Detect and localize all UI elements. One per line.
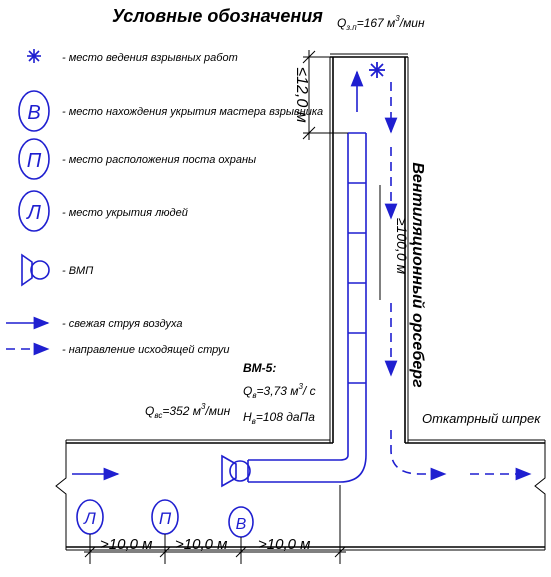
drift-distance-label: ≥100,0 м bbox=[394, 218, 410, 275]
legend-text-fresh: - свежая струя воздуха bbox=[62, 318, 183, 330]
svg-text:Qз.п=167 м3/мин: Qз.п=167 м3/мин bbox=[337, 14, 425, 32]
legend-letter-v: В bbox=[27, 102, 40, 124]
face-distance-dimension bbox=[302, 50, 348, 140]
main-airflow-label: Qвс=352 м3/мин bbox=[145, 402, 231, 420]
svg-text:Qв=3,73 м3/ с: Qв=3,73 м3/ с bbox=[243, 382, 316, 400]
legend-text-blast: - место ведения взрывных работ bbox=[62, 52, 238, 64]
fan-icon bbox=[221, 454, 251, 488]
ventilation-duct bbox=[247, 132, 367, 483]
post-letter-v: В bbox=[236, 516, 247, 533]
bottom-dimensions bbox=[84, 485, 346, 564]
drift-name-label: Вентиляционный орсеберг bbox=[409, 162, 426, 388]
fan-pressure-label: Hв=108 даПа bbox=[243, 410, 315, 426]
legend-text-blaster: - место нахождения укрытия мастера взрыв… bbox=[62, 106, 323, 118]
fan-model-label: ВМ-5: bbox=[243, 361, 276, 375]
legend-text-fan: - ВМП bbox=[62, 265, 93, 277]
exhaust-arrow-icon bbox=[390, 430, 447, 481]
dimension-label-1: >10,0 м bbox=[100, 536, 152, 553]
blaster-shelter-icon bbox=[18, 90, 50, 132]
haulage-drift bbox=[55, 439, 546, 551]
dimension-label-2: >10,0 м bbox=[175, 536, 227, 553]
guard-post-icon bbox=[18, 138, 50, 180]
post-letter-l: Л bbox=[83, 509, 96, 528]
blast-site-icon bbox=[27, 49, 41, 63]
svg-text:Qвс=352 м3/мин: Qвс=352 м3/мин bbox=[145, 402, 231, 420]
legend-letter-l: Л bbox=[25, 202, 41, 224]
legend-title: Условные обозначения bbox=[112, 6, 323, 26]
legend-text-guard: - место расположения поста охраны bbox=[62, 154, 256, 166]
face-airflow-label: Qз.п=167 м3/мин bbox=[337, 14, 425, 32]
face-distance-label: ≤12,0 м bbox=[293, 67, 310, 122]
fan-icon bbox=[21, 253, 50, 287]
post-letter-p: П bbox=[159, 509, 172, 528]
people-shelter-icon bbox=[18, 190, 50, 232]
ventilation-drift bbox=[329, 53, 409, 443]
svg-text:Hв=108 даПа: Hв=108 даПа bbox=[243, 410, 315, 426]
legend-text-people: - место укрытия людей bbox=[62, 207, 188, 219]
dimension-label-3: >10,0 м bbox=[258, 536, 310, 553]
blast-site-icon bbox=[369, 62, 385, 78]
haulage-name-label: Откатрный шпрек bbox=[422, 411, 541, 426]
legend-text-exhaust: - направление исходящей струи bbox=[62, 344, 230, 356]
legend-letter-p: П bbox=[27, 150, 42, 172]
fan-flow-label: Qв=3,73 м3/ с bbox=[243, 382, 316, 400]
